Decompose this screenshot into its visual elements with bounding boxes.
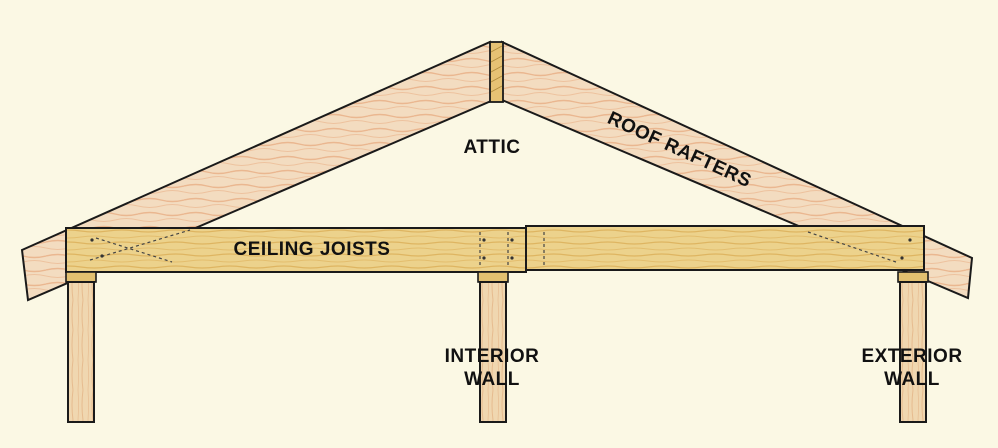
interior-wall-label-line1: INTERIOR [445, 346, 540, 367]
exterior-wall-stud [899, 281, 927, 423]
interior-wall-stud [479, 281, 507, 423]
ceiling-joists-label: CEILING JOISTS [234, 239, 391, 260]
ridge-board [489, 41, 504, 103]
exterior-wall-label-line1: EXTERIOR [861, 346, 962, 367]
ridge-board-hatch [490, 45, 503, 93]
interior-top-plate [477, 271, 509, 283]
interior-wall-label-line2: WALL [464, 369, 520, 390]
left-wall-stud [67, 281, 95, 423]
attic-label: ATTIC [463, 137, 520, 158]
left-top-plate [65, 271, 97, 283]
ceiling-joist-right [525, 225, 925, 271]
exterior-wall-label-line2: WALL [884, 369, 940, 390]
nail-markings [89, 229, 897, 266]
exterior-top-plate [897, 271, 929, 283]
nail-heads [90, 238, 912, 260]
